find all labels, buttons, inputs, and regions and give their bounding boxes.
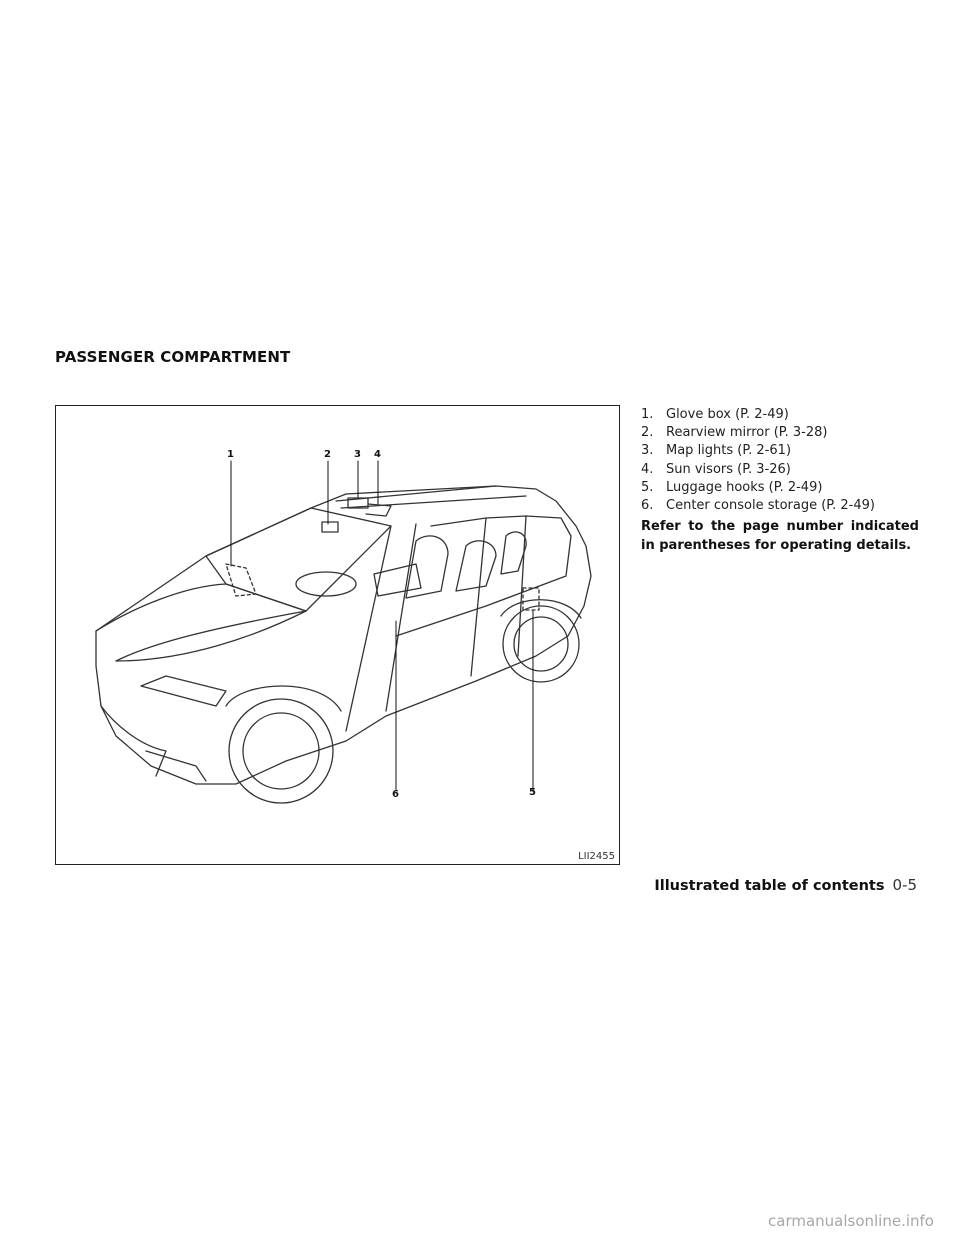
item-number: 1.	[641, 407, 654, 422]
list-item: 1. Glove box (P. 2-49)	[641, 406, 919, 424]
car-line-drawing	[95, 460, 592, 804]
footer-section-title: Illustrated table of contents	[654, 878, 885, 894]
list-item: 2. Rearview mirror (P. 3-28)	[641, 424, 919, 442]
figure-id: LII2455	[578, 851, 615, 862]
callout-3: 3	[354, 449, 361, 460]
item-text: Map lights (P. 2-61)	[666, 443, 792, 459]
list-item: 3. Map lights (P. 2-61)	[641, 442, 919, 460]
list-item: 5. Luggage hooks (P. 2-49)	[641, 479, 919, 497]
item-number: 4.	[641, 461, 654, 477]
callout-1: 1	[227, 449, 234, 460]
item-number: 2.	[641, 425, 654, 441]
item-list: 1. Glove box (P. 2-49) 2. Rearview mirror …	[641, 406, 919, 515]
item-text: Glove box (P. 2-49)	[666, 407, 789, 422]
page-footer: Illustrated table of contents 0-5	[654, 876, 917, 894]
callout-4: 4	[374, 449, 381, 460]
callout-5: 5	[529, 787, 536, 798]
operating-details-note: Refer to the page number indicated in pa…	[641, 519, 919, 553]
item-text: Sun visors (P. 3-26)	[666, 461, 791, 477]
list-item: 6. Center console storage (P. 2-49)	[641, 497, 919, 515]
item-number: 5.	[641, 479, 654, 495]
page-number: 0-5	[892, 876, 918, 894]
callout-2: 2	[324, 449, 331, 460]
list-item: 4. Sun visors (P. 3-26)	[641, 461, 919, 479]
item-number: 6.	[641, 498, 654, 514]
item-text: Rearview mirror (P. 3-28)	[666, 425, 828, 441]
item-text: Center console storage (P. 2-49)	[666, 498, 875, 514]
car-interior-illustration: 1 2 3 4 5 6 LII2455	[55, 405, 620, 865]
item-number: 3.	[641, 443, 654, 459]
callout-6: 6	[392, 789, 399, 800]
section-title: PASSENGER COMPARTMENT	[55, 348, 291, 366]
watermark: carmanualsonline.info	[768, 1212, 934, 1230]
item-text: Luggage hooks (P. 2-49)	[666, 479, 823, 495]
